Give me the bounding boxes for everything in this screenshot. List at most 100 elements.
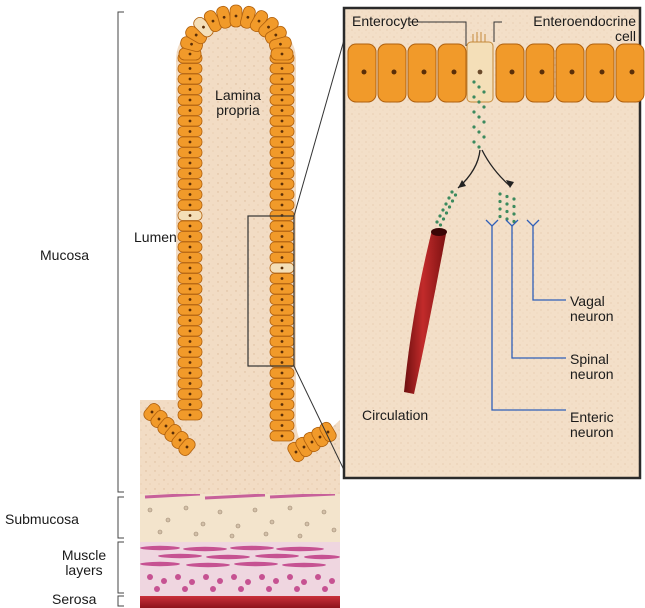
granule-dot [482,120,485,123]
epithelial-cell [178,242,202,252]
epithelial-cell [178,190,202,200]
inset-epithelium [348,44,644,102]
epithelial-cell [270,137,294,147]
epithelial-cell [270,169,294,179]
granule-dot [451,199,454,202]
spinal-label-line2: neuron [570,367,614,382]
granule-dot [477,115,480,118]
zoom-line-top [294,40,344,216]
enterocyte-cell [496,44,524,102]
epithelial-cell [178,326,202,336]
granule-dot [472,80,475,83]
lamina-propria-label: Lamina propria [210,88,266,118]
enterocyte-label: Enterocyte [352,14,419,29]
granule-dot [439,223,442,226]
serosa-label: Serosa [52,592,96,607]
vagal-neuron-label: Vagal neuron [570,294,614,324]
epithelial-cell [270,221,294,231]
epithelial-cell [178,358,202,368]
epithelial-cell [270,421,294,431]
epithelial-cell [178,368,202,378]
epithelial-cell [270,284,294,294]
epithelial-cell [270,400,294,410]
epithelial-cell [270,85,294,95]
epithelial-cell [270,274,294,284]
epithelial-cell [270,347,294,357]
epithelial-cell [178,137,202,147]
villus [140,5,340,494]
epithelial-cell [270,305,294,315]
enteroendocrine-label-line2: cell [504,29,636,44]
goblet-cell [178,211,202,221]
granule-dot [498,200,501,203]
epithelial-cell [270,190,294,200]
epithelial-cell [270,316,294,326]
epithelial-cell [270,148,294,158]
granule-dot [477,85,480,88]
epithelial-cell [178,221,202,231]
epithelial-cell [271,48,293,60]
epithelial-cell [178,410,202,420]
epithelial-cell [270,431,294,441]
granule-dot [435,220,438,223]
epithelial-cell [178,400,202,410]
epithelial-cell [270,379,294,389]
epithelial-cell [270,232,294,242]
enterocyte-cell [348,44,376,102]
epithelial-cell [178,295,202,305]
granule-dot [445,211,448,214]
epithelial-cell [270,242,294,252]
granule-dot [482,90,485,93]
epithelial-cell [270,253,294,263]
epithelial-cell [270,74,294,84]
epithelial-cell [270,295,294,305]
epithelial-cell [178,232,202,242]
lumen-label: Lumen [134,230,177,245]
granule-dot [472,125,475,128]
epithelial-cell [178,389,202,399]
submucosa-label: Submucosa [5,512,79,527]
epithelial-cell [178,379,202,389]
epithelial-cell [270,179,294,189]
granule-dot [512,197,515,200]
epithelial-cell [270,95,294,105]
granule-dot [472,95,475,98]
granule-dot [498,215,501,218]
epithelial-cell [178,116,202,126]
granule-dot [450,190,453,193]
epithelial-cell [270,337,294,347]
epithelial-cell [178,284,202,294]
granule-dot [447,196,450,199]
epithelial-cell [270,326,294,336]
epithelial-cell [270,106,294,116]
granule-dot [482,135,485,138]
muscle-label-line1: Muscle [56,548,112,563]
epithelial-cell [178,253,202,263]
circulation-label: Circulation [362,408,428,423]
epithelial-cell [178,169,202,179]
layer-brackets [118,12,124,606]
epithelial-cell [178,179,202,189]
epithelial-cell [178,200,202,210]
vagal-label-line2: neuron [570,309,614,324]
epithelial-cell [178,85,202,95]
granule-dot [505,202,508,205]
lamina-label-line1: Lamina [210,88,266,103]
spinal-neuron-label: Spinal neuron [570,352,614,382]
epithelial-cell [270,64,294,74]
epithelial-cell [178,337,202,347]
granule-dot [454,193,457,196]
muscle-layers-label: Muscle layers [56,548,112,578]
epithelial-cell [270,200,294,210]
enteric-neuron-label: Enteric neuron [570,410,614,440]
granule-dot [477,145,480,148]
epithelial-cell [178,274,202,284]
enteric-label-line2: neuron [570,425,614,440]
epithelial-cell [178,127,202,137]
granule-dot [512,212,515,215]
epithelial-cell [178,347,202,357]
muscle-bracket [118,542,124,593]
granule-dot [472,110,475,113]
mucosa-bracket [118,12,124,492]
